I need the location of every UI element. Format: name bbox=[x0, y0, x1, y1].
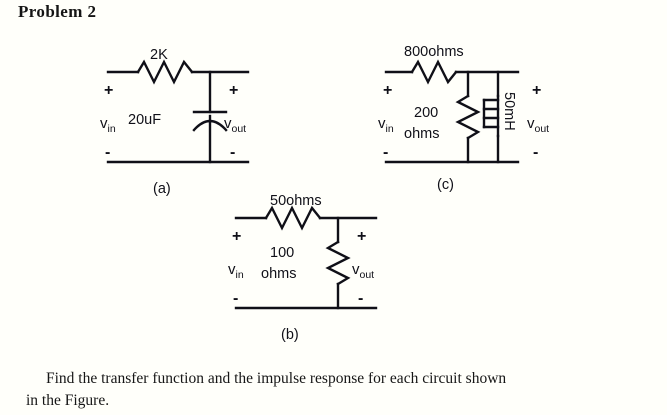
figure-c-output-plus: + bbox=[532, 82, 542, 99]
figure-b-input-subscript: in bbox=[235, 269, 244, 281]
problem-statement-line-2: in the Figure. bbox=[26, 392, 110, 410]
resistor-800ohms-symbol bbox=[410, 59, 458, 85]
figure-c-shunt1-value-line1: 200 bbox=[414, 105, 439, 121]
figure-a-input-subscript: in bbox=[107, 123, 116, 135]
figure-a-shunt-value: 20uF bbox=[128, 112, 162, 128]
figure-c-input-label: vin bbox=[378, 116, 394, 135]
figure-b-schematic bbox=[234, 205, 378, 310]
figure-b-shunt-value-line2: ohms bbox=[261, 266, 297, 282]
figure-c-input-plus: + bbox=[383, 82, 393, 99]
figure-b-input-symbol: v bbox=[228, 261, 236, 278]
resistor-100ohms-symbol bbox=[325, 240, 351, 286]
figure-c-schematic bbox=[384, 59, 520, 164]
figure-b-output-label: vout bbox=[352, 262, 374, 281]
figure-b-output-subscript: out bbox=[359, 269, 375, 281]
figure-c-output-minus: - bbox=[533, 144, 539, 161]
figure-c-shunt2-value: 50mH bbox=[501, 92, 517, 131]
resistor-200ohms-symbol bbox=[455, 94, 481, 140]
figure-b-output-minus: - bbox=[358, 290, 364, 307]
figure-a-output-symbol: v bbox=[224, 115, 232, 132]
figure-a-input-minus: - bbox=[105, 144, 111, 161]
figure-a-input-plus: + bbox=[104, 82, 114, 99]
figure-c-input-minus: - bbox=[383, 144, 389, 161]
figure-b-output-plus: + bbox=[357, 228, 367, 245]
figure-a-circuit: 2K 20uF + vin - + vout - (a) bbox=[100, 47, 260, 200]
resistor-50ohms-symbol bbox=[264, 205, 322, 231]
problem-statement-text: Find the transfer function and the impul… bbox=[26, 368, 651, 413]
figure-c-series-value: 800ohms bbox=[404, 44, 464, 60]
figure-c-input-subscript: in bbox=[385, 123, 394, 135]
figure-b-shunt-value-line1: 100 bbox=[270, 245, 295, 261]
inductor-50mh-symbol bbox=[482, 94, 500, 138]
figure-a-caption: (a) bbox=[153, 181, 171, 197]
page-title: Problem 2 bbox=[18, 2, 97, 21]
figure-b-circuit: 50ohms 100 ohms + vin - + vout - (b) bbox=[228, 193, 388, 346]
figure-c-circuit: 800ohms 200 ohms 50mH + vin - + vout - (… bbox=[378, 45, 560, 200]
figure-a-output-plus: + bbox=[229, 82, 239, 99]
figure-b-output-symbol: v bbox=[352, 261, 360, 278]
figure-c-output-symbol: v bbox=[527, 115, 535, 132]
figure-b-input-minus: - bbox=[233, 290, 239, 307]
figure-b-caption: (b) bbox=[281, 327, 299, 343]
figure-c-shunt1-value-line2: ohms bbox=[404, 126, 440, 142]
figure-b-input-label: vin bbox=[228, 262, 244, 281]
figure-b-series-value: 50ohms bbox=[270, 193, 322, 209]
figure-c-output-subscript: out bbox=[534, 123, 550, 135]
figure-c-input-symbol: v bbox=[378, 115, 386, 132]
figure-a-input-label: vin bbox=[100, 116, 116, 135]
figure-a-output-minus: - bbox=[230, 144, 236, 161]
figure-a-input-symbol: v bbox=[100, 115, 108, 132]
figure-a-series-value: 2K bbox=[150, 47, 168, 63]
figure-b-input-plus: + bbox=[232, 228, 242, 245]
resistor-2k-symbol bbox=[136, 59, 194, 85]
figure-c-output-label: vout bbox=[527, 116, 549, 135]
figure-a-output-label: vout bbox=[224, 116, 246, 135]
figure-a-output-subscript: out bbox=[231, 123, 247, 135]
figure-c-caption: (c) bbox=[437, 177, 454, 193]
problem-statement-line-1: Find the transfer function and the impul… bbox=[46, 370, 507, 387]
figure-a-schematic bbox=[106, 59, 250, 164]
